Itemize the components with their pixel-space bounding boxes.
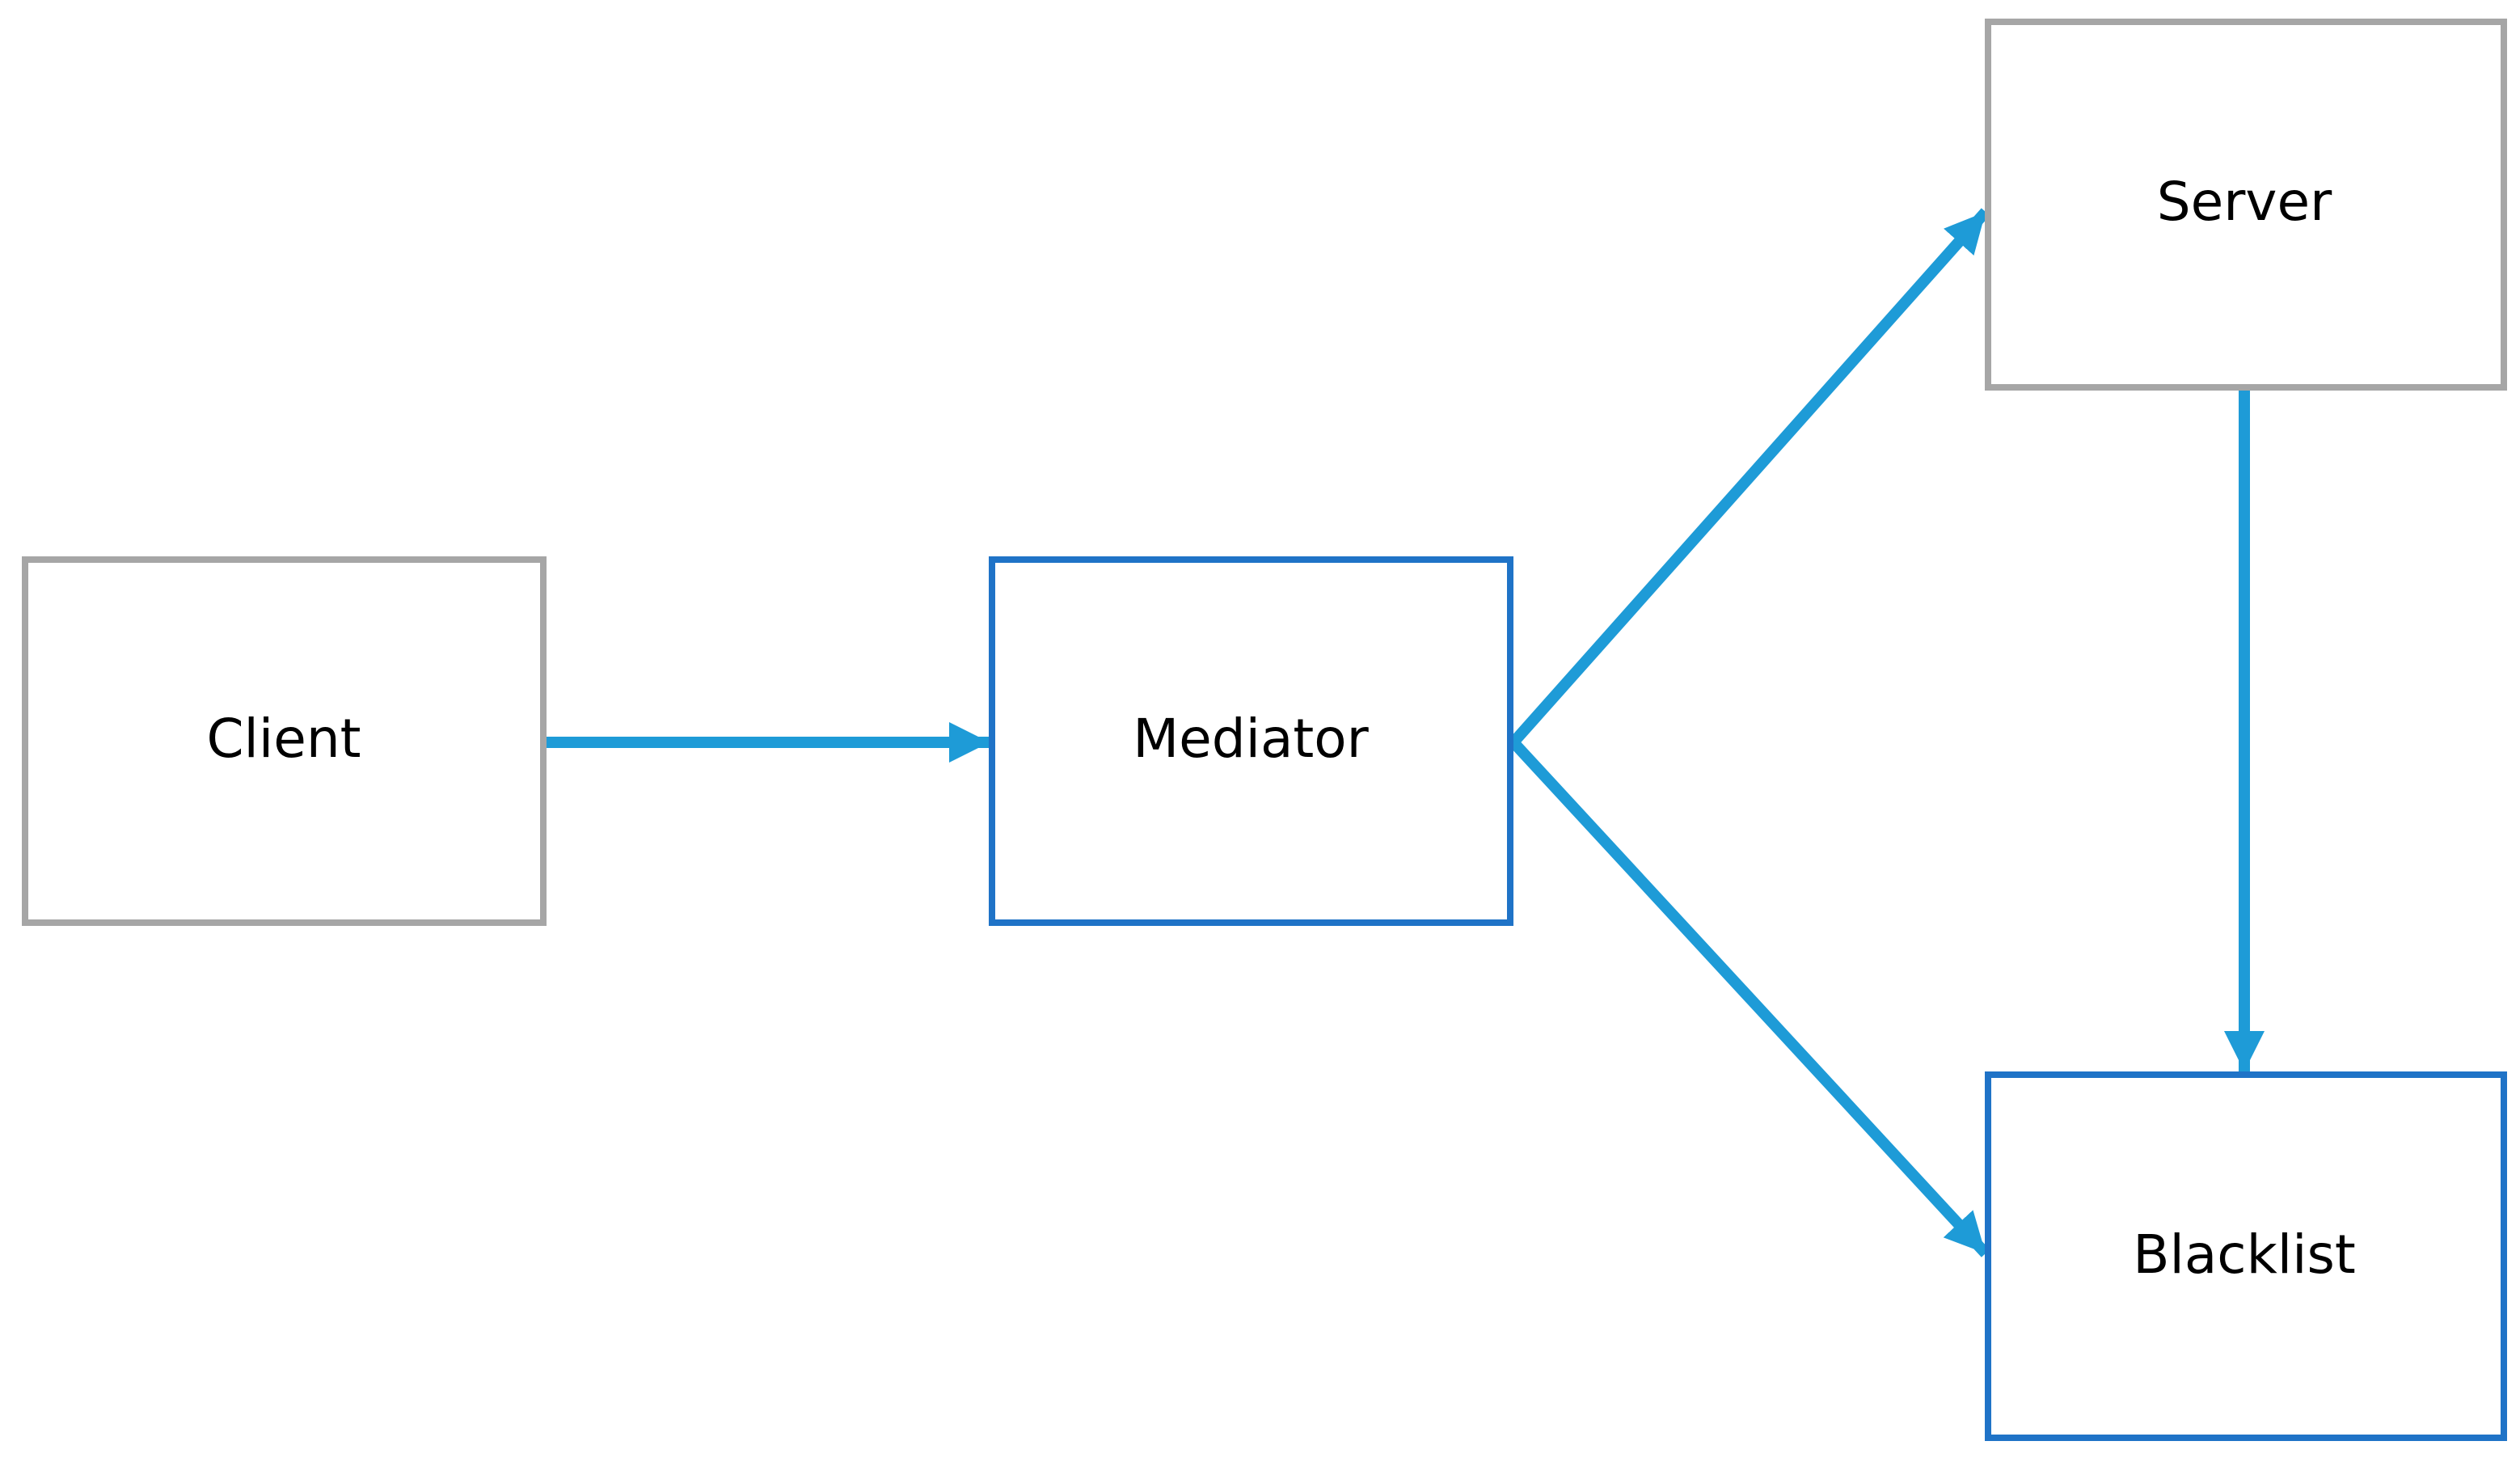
mediator-node: Mediator	[989, 556, 1513, 926]
blacklist-label: Blacklist	[2133, 1223, 2356, 1286]
client-label: Client	[206, 708, 361, 770]
blacklist-box	[1985, 1071, 2507, 1441]
mediator-box	[989, 556, 1513, 926]
mediator-label: Mediator	[1133, 708, 1369, 770]
client-box	[22, 556, 547, 926]
edge-mediator-to-server	[1509, 208, 1990, 746]
server-node: Server	[1985, 19, 2507, 391]
server-label: Server	[2157, 171, 2332, 233]
server-box	[1985, 19, 2507, 391]
edge-mediator-to-blacklist	[1509, 738, 1990, 1257]
blacklist-node: Blacklist	[1985, 1071, 2507, 1441]
client-node: Client	[22, 556, 547, 926]
